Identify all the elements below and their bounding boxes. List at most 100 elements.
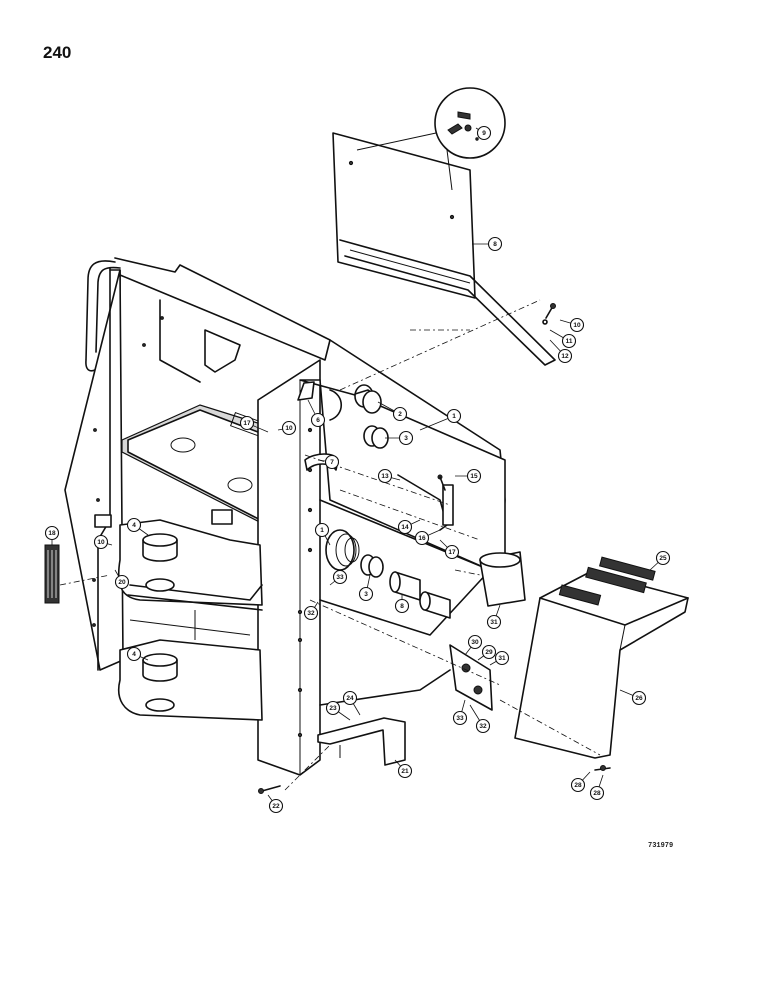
callout-c32a: 32 <box>303 601 319 621</box>
callout-label: 15 <box>470 473 478 480</box>
strap-13 <box>397 474 454 531</box>
main-frame <box>64 257 506 776</box>
pin-6-lower <box>419 591 451 619</box>
pivot-bore-upper <box>142 533 178 592</box>
top-cover-plate <box>332 132 556 366</box>
callout-c10b: 10 <box>93 534 113 550</box>
drawing-reference-number: 731979 <box>648 842 674 850</box>
callout-label: 33 <box>456 715 464 722</box>
callout-label: 4 <box>132 522 136 529</box>
callout-label: 17 <box>243 420 251 427</box>
callout-label: 11 <box>566 338 573 345</box>
callout-c25: 25 <box>649 550 671 571</box>
callout-label: 24 <box>346 695 354 702</box>
callout-label: 32 <box>307 610 315 617</box>
callout-c29: 29 <box>477 644 497 661</box>
callout-label: 6 <box>316 417 320 424</box>
callout-label: 8 <box>493 241 497 248</box>
callout-c26: 26 <box>619 689 647 706</box>
pivot-block-31 <box>479 551 526 607</box>
callout-c1b: 1 <box>314 522 331 546</box>
callout-label: 3 <box>364 591 368 598</box>
callout-c24: 24 <box>342 690 361 716</box>
callout-label: 28 <box>593 790 601 797</box>
callout-c21: 21 <box>394 759 413 779</box>
callout-label: 33 <box>336 574 344 581</box>
callout-label: 9 <box>482 130 486 137</box>
bushing-3-upper <box>363 425 389 449</box>
bracket-30 <box>449 644 493 711</box>
callout-label: 21 <box>401 768 409 775</box>
step-pad-19 <box>44 544 60 604</box>
callout-c28b: 28 <box>589 774 605 801</box>
callout-c33a: 33 <box>329 569 348 586</box>
latch-detail-circle <box>356 87 506 191</box>
bushing-3-lower <box>360 554 384 578</box>
callout-label: 12 <box>561 353 569 360</box>
callout-c9: 9 <box>475 125 492 141</box>
callout-c3b: 3 <box>358 574 374 602</box>
callout-c1a: 1 <box>419 408 462 431</box>
callout-label: 7 <box>330 459 334 466</box>
callout-c23: 23 <box>325 700 351 721</box>
step-21 <box>317 717 406 766</box>
assembly-centerlines <box>59 299 601 791</box>
callout-c17a: 17 <box>239 415 269 433</box>
callout-c8a: 8 <box>472 236 503 252</box>
callout-label: 13 <box>381 473 389 480</box>
callout-label: 14 <box>401 524 409 531</box>
callout-c4a: 4 <box>126 517 149 536</box>
callout-label: 17 <box>448 549 456 556</box>
callout-c3a: 3 <box>385 430 414 446</box>
pin-8 <box>389 571 421 601</box>
callout-label: 10 <box>97 539 105 546</box>
callout-c14: 14 <box>397 519 421 535</box>
callout-c2: 2 <box>377 401 408 422</box>
callout-label: 3 <box>404 435 408 442</box>
callout-c31a: 31 <box>486 604 502 630</box>
callout-c15: 15 <box>455 468 482 484</box>
hardware-bolts <box>258 303 611 794</box>
callout-label: 1 <box>452 413 456 420</box>
callout-label: 10 <box>573 322 581 329</box>
callout-layer: 1123344678891010101112131415161717182021… <box>44 125 671 814</box>
callout-c11: 11 <box>549 329 577 349</box>
callout-c6: 6 <box>307 399 326 428</box>
callout-label: 32 <box>479 723 487 730</box>
callout-label: 4 <box>132 651 136 658</box>
callout-label: 26 <box>635 695 643 702</box>
pivot-bore-lower <box>142 653 178 712</box>
seal-1-lower <box>325 529 360 571</box>
page-number: 240 <box>43 43 72 62</box>
callout-label: 30 <box>471 639 479 646</box>
bushing-2 <box>354 384 382 414</box>
callout-c10c: 10 <box>277 420 297 436</box>
callout-c22: 22 <box>267 794 284 814</box>
callout-label: 20 <box>118 579 126 586</box>
fender-26 <box>514 556 689 759</box>
callout-c16: 16 <box>414 529 441 546</box>
callout-label: 2 <box>398 411 402 418</box>
callout-label: 1 <box>320 527 324 534</box>
callout-c10a: 10 <box>559 317 585 333</box>
callout-label: 28 <box>574 782 582 789</box>
callout-label: 23 <box>329 705 337 712</box>
callout-c7: 7 <box>317 454 340 470</box>
callout-c32b: 32 <box>469 704 491 734</box>
callout-c28a: 28 <box>570 771 591 793</box>
callout-label: 10 <box>285 425 293 432</box>
callout-label: 8 <box>400 603 404 610</box>
callout-c4b: 4 <box>126 646 149 662</box>
callout-c31b: 31 <box>489 650 510 666</box>
callout-c30: 30 <box>464 634 483 656</box>
callout-c33b: 33 <box>452 699 468 726</box>
callout-label: 31 <box>498 655 506 662</box>
callout-label: 18 <box>48 530 56 537</box>
callout-c20: 20 <box>114 569 130 590</box>
callout-c17b: 17 <box>439 539 460 560</box>
callout-label: 29 <box>485 649 493 656</box>
side-plate-6 <box>297 381 315 401</box>
callout-c18: 18 <box>44 525 60 545</box>
callout-label: 22 <box>272 803 280 810</box>
